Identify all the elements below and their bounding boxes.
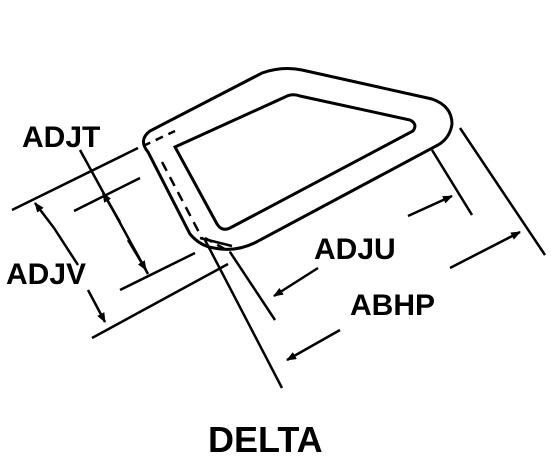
delta-left-section-dash [160, 161, 204, 239]
adju-extension-left-dash [204, 236, 231, 254]
diagram-title: DELTA [208, 419, 323, 460]
adju-arrow-left [273, 266, 319, 298]
adjt-extension-bottom [73, 176, 141, 213]
abhp-extension-right [458, 127, 547, 256]
delta-shape-outer [142, 67, 454, 251]
label-adjt: ADJT [22, 121, 100, 154]
label-adjv: ADJV [6, 258, 86, 291]
adjt-arrow-2 [126, 239, 148, 271]
delta-shape-inner [172, 93, 417, 231]
adjt-extension-top [11, 146, 139, 212]
adjt-extension-top-dash [142, 129, 176, 148]
abhp-arrow-left [286, 328, 341, 362]
adju-extension-right [430, 149, 474, 216]
abhp-extension-left [203, 239, 284, 389]
adjv-arrow-bottom [86, 289, 107, 323]
adju-extension-left [228, 251, 277, 321]
adjt-arrow [101, 192, 122, 223]
adjv-arrow-top [34, 202, 55, 229]
adjv-extension-mid [119, 251, 196, 292]
label-adju: ADJU [314, 233, 396, 266]
abhp-arrow-right [449, 230, 521, 270]
adjv-extension-bottom [91, 262, 229, 340]
adju-arrow-right [407, 194, 453, 218]
adjv-dim-line [52, 227, 80, 266]
label-abhp: ABHP [350, 289, 435, 322]
